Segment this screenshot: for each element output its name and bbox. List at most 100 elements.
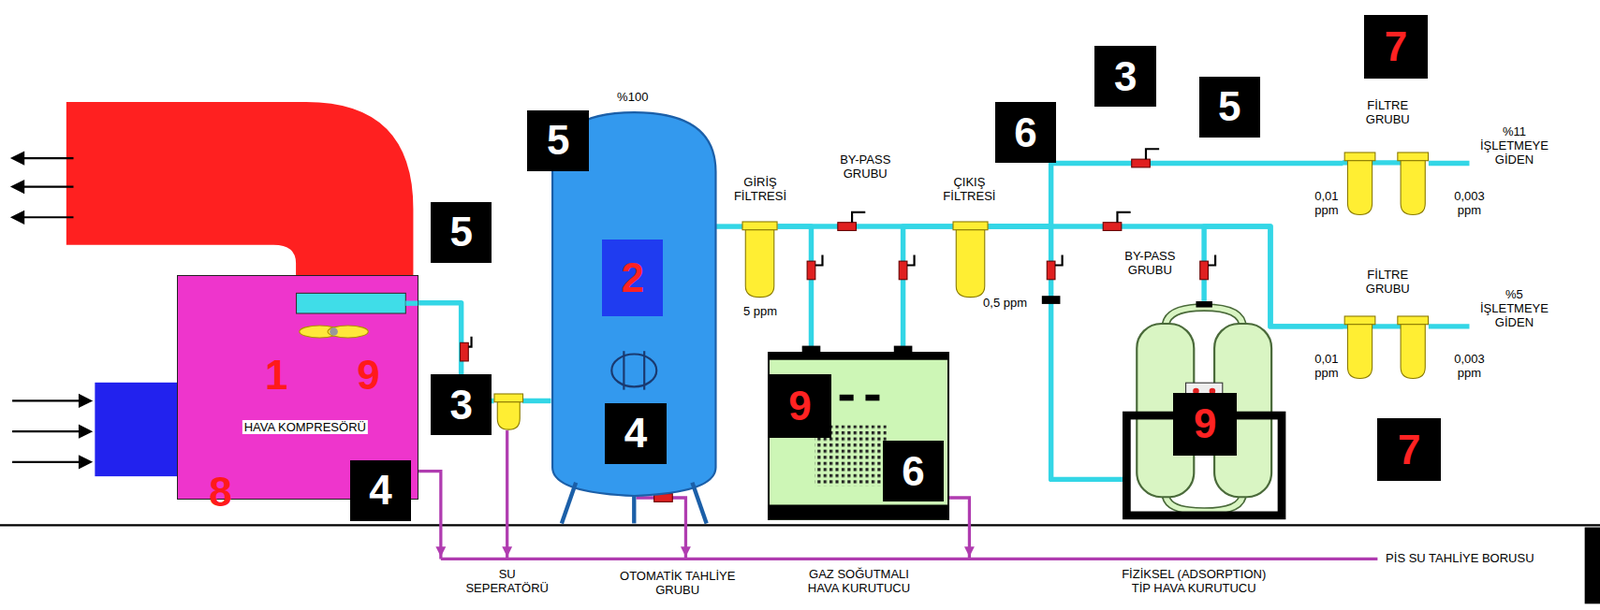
air-intake <box>94 382 178 477</box>
drawing-part <box>468 337 471 348</box>
drawing-part <box>769 352 948 361</box>
drawing-part <box>1116 212 1131 223</box>
node-label: ÇIKIŞ FİLTRESİ <box>937 175 1003 204</box>
drawing-part <box>505 430 509 559</box>
note-text: %5 İŞLETMEYE GİDEN <box>1473 287 1556 330</box>
filter-group: FİLTRE GRUBU0,01 ppm0,003 ppm <box>1342 316 1431 384</box>
drawing-part <box>494 394 524 403</box>
callout-number: 7 <box>1364 14 1428 79</box>
outlet-filter: ÇIKIŞ FİLTRESİ0,5 ppm <box>953 221 988 299</box>
air-pipe <box>777 226 812 353</box>
callout-number: 9 <box>1173 393 1237 457</box>
drain-arrowheads <box>435 546 974 558</box>
callout-number: 6 <box>882 440 944 502</box>
drawing-part <box>680 546 691 558</box>
pipe-couplings <box>802 295 1061 354</box>
drawing-part <box>497 401 520 429</box>
drawing-part <box>807 261 816 280</box>
node-label: GAZ SOĞUTMALI HAVA KURUTUCU <box>800 567 918 596</box>
drawing-part <box>643 351 646 390</box>
air-pipe <box>716 223 743 229</box>
drawing-part <box>907 255 915 266</box>
drawing-part <box>405 301 418 307</box>
drawing-part <box>295 293 406 315</box>
drawing-part <box>953 221 988 231</box>
drawing-part <box>1145 148 1160 160</box>
callout-number: 9 <box>337 341 401 409</box>
node-label: 5 ppm <box>743 304 778 319</box>
filter-group-drawing <box>1342 152 1431 221</box>
callout-number: 7 <box>1377 418 1441 483</box>
drawing-part <box>1428 323 1470 329</box>
drawing-part <box>560 483 575 525</box>
air-pipe <box>522 398 552 404</box>
drawing-part <box>1400 324 1425 380</box>
node-label: 0,5 ppm <box>983 295 1028 310</box>
drawing-part <box>12 399 82 402</box>
note-text: %11 İŞLETMEYE GİDEN <box>1473 124 1556 167</box>
filter-group: FİLTRE GRUBU0,01 ppm0,003 ppm <box>1342 152 1431 221</box>
drawing-part <box>1046 261 1056 280</box>
drawing-part <box>1345 152 1377 162</box>
air-pipe <box>903 226 954 353</box>
node-label: 0,01 ppm <box>1307 189 1346 218</box>
callout-number: 4 <box>350 460 412 522</box>
drawing-part <box>327 325 368 338</box>
intake-arrows <box>12 394 93 470</box>
node-label: GİRİŞ FİLTRESİ <box>727 175 793 204</box>
drawing-part <box>12 430 82 433</box>
drawing-part <box>746 229 776 297</box>
drawing-part <box>1131 159 1151 168</box>
drawing-part <box>1102 222 1122 232</box>
drawing-part <box>691 483 706 525</box>
drawing-part <box>898 261 908 280</box>
filter-group-drawing <box>1342 316 1431 384</box>
edge-bar <box>1585 528 1600 605</box>
drawing-part <box>460 342 470 362</box>
water-separator-drawing <box>494 394 524 431</box>
inlet-filter-drawing <box>742 221 778 299</box>
air-pipe <box>987 226 1343 327</box>
air-pipe <box>987 226 1123 480</box>
drawing-part <box>1348 161 1373 216</box>
note-text: PİS SU TAHLİYE BORUSU <box>1385 551 1534 566</box>
callout-number: 6 <box>995 102 1057 163</box>
drawing-part <box>637 494 686 560</box>
callout-number: 5 <box>430 202 492 264</box>
drawing-part <box>1348 324 1373 380</box>
drawing-part <box>1207 255 1216 266</box>
drawing-part <box>78 425 93 440</box>
callout-number: 3 <box>430 374 492 436</box>
note-text: BY-PASS GRUBU <box>1114 249 1186 278</box>
node-label: 0,003 ppm <box>1450 352 1488 381</box>
outlet-pipes <box>1428 163 1470 327</box>
note-text: OTOMATİK TAHLİYE GRUBU <box>607 569 749 598</box>
drawing-part <box>769 504 948 520</box>
node-label: FİZİKSEL (ADSORPTION) TİP HAVA KURUTUCU <box>1114 567 1274 596</box>
water-separator: SU SEPERATÖRÜ <box>494 394 524 431</box>
node-label: SU SEPERATÖRÜ <box>460 567 555 596</box>
node-label: 0,01 ppm <box>1307 352 1346 381</box>
drawing-part <box>78 455 93 470</box>
drawing-part <box>742 221 778 231</box>
drawing-part <box>815 255 823 266</box>
drawing-part <box>12 461 82 464</box>
drawing-part <box>1200 261 1209 280</box>
node-label: %100 <box>616 89 648 104</box>
node-label: FİLTRE GRUBU <box>1354 98 1421 127</box>
drawing-part <box>329 327 338 337</box>
air-pipe <box>987 163 1343 228</box>
callout-number: 2 <box>601 239 663 317</box>
drawing-part <box>1345 316 1377 325</box>
drawing-part <box>1397 152 1429 162</box>
drawing-part <box>1042 295 1061 305</box>
drawing-part <box>964 546 975 558</box>
drawing-part <box>1055 255 1063 266</box>
drawing-part <box>955 229 985 297</box>
outlet-filter-drawing <box>953 221 988 299</box>
exhaust-duct <box>66 102 414 276</box>
floor-line <box>0 524 1600 527</box>
drawing-part <box>851 212 866 223</box>
